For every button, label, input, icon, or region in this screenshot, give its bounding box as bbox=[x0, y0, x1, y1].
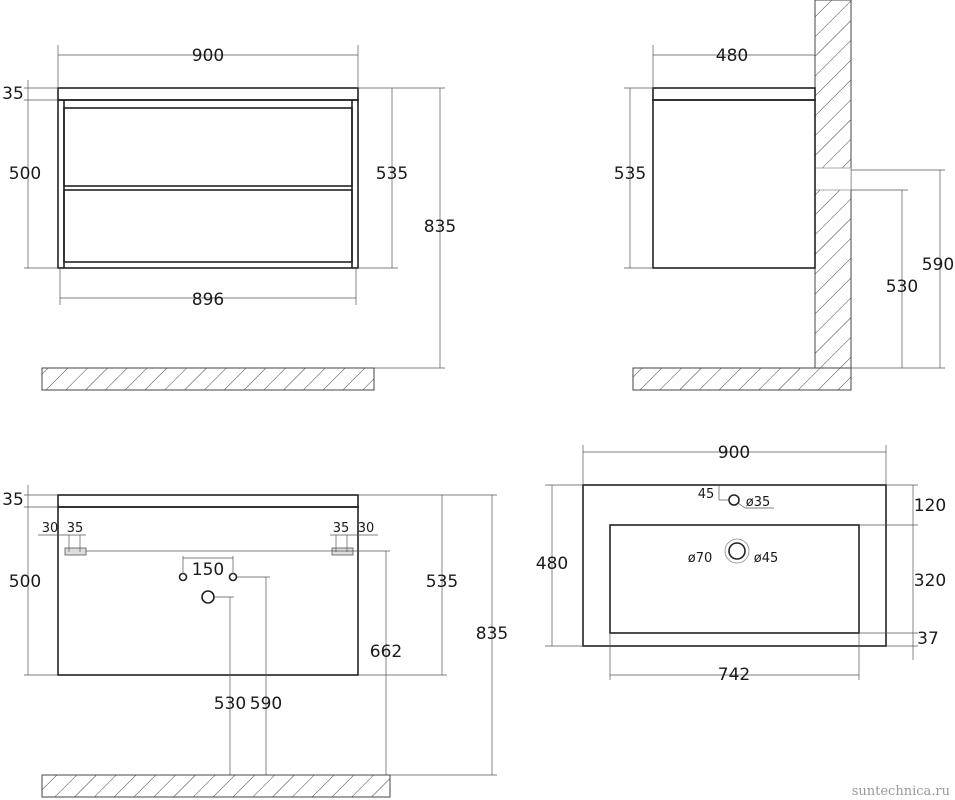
basin-outline bbox=[582, 484, 887, 647]
dim-drain-lower: 530 bbox=[214, 694, 246, 714]
front-view: 900 35 500 535 835 896 bbox=[2, 45, 456, 391]
drain-outer bbox=[724, 538, 750, 564]
dim-drain-inner: ø45 bbox=[754, 551, 779, 566]
dim-hinge-left-width: 35 bbox=[67, 521, 84, 536]
dim-drain-upper: 590 bbox=[922, 255, 954, 275]
dim-cabinet-height: 535 bbox=[614, 164, 646, 184]
dim-drain-outer: ø70 bbox=[688, 551, 713, 566]
floor-hatch bbox=[41, 367, 375, 391]
countertop bbox=[57, 87, 359, 101]
cabinet-body bbox=[652, 99, 816, 269]
dim-depth: 480 bbox=[716, 46, 748, 66]
dim-top-thickness: 35 bbox=[2, 84, 24, 104]
drain-inner bbox=[728, 542, 746, 560]
dimension-lines bbox=[545, 445, 918, 680]
drain-hole bbox=[201, 590, 215, 604]
dimension-lines bbox=[624, 45, 945, 369]
dim-width: 900 bbox=[192, 46, 224, 66]
dim-drain-upper: 590 bbox=[250, 694, 282, 714]
dim-top-thickness: 35 bbox=[2, 490, 24, 510]
dim-body-height: 500 bbox=[9, 572, 41, 592]
floor-hatch bbox=[41, 774, 391, 798]
dim-body-width: 896 bbox=[192, 290, 224, 310]
dim-hinge-right-width: 35 bbox=[333, 521, 350, 536]
dim-tap-offset: 45 bbox=[698, 487, 715, 502]
dim-hole-spacing: 150 bbox=[192, 560, 224, 580]
floor-hatch bbox=[632, 367, 852, 391]
dim-hinge-left-offset: 30 bbox=[42, 521, 59, 536]
dim-front-margin: 120 bbox=[914, 496, 946, 516]
dim-cabinet-height: 535 bbox=[426, 572, 458, 592]
dim-tap-hole: ø35 bbox=[746, 495, 771, 510]
dimension-lines bbox=[24, 45, 445, 369]
dim-total-height: 835 bbox=[424, 217, 456, 237]
dim-hinge-height: 662 bbox=[370, 642, 402, 662]
cabinet-body bbox=[57, 99, 359, 269]
watermark: suntechnica.ru bbox=[852, 784, 950, 799]
dim-bowl-width: 742 bbox=[718, 665, 750, 685]
top-view: 900 480 45 ø35 ø70 ø45 120 320 37 742 bbox=[536, 443, 946, 685]
dimension-lines bbox=[24, 485, 497, 776]
wall-drain-opening bbox=[814, 167, 852, 191]
dim-back-margin: 37 bbox=[917, 629, 939, 649]
dim-cabinet-height: 535 bbox=[376, 164, 408, 184]
dim-hinge-right-offset: 30 bbox=[358, 521, 375, 536]
dim-drain-lower: 530 bbox=[886, 277, 918, 297]
back-view: 35 500 30 35 35 30 150 535 835 662 530 5… bbox=[2, 485, 508, 798]
bowl-outline bbox=[609, 524, 860, 634]
lower-drawer bbox=[63, 189, 353, 263]
countertop bbox=[652, 87, 816, 101]
hinge-right bbox=[331, 547, 354, 556]
countertop bbox=[57, 494, 359, 508]
side-view: 480 535 590 530 bbox=[614, 0, 954, 391]
cabinet-body bbox=[57, 506, 359, 676]
dim-depth: 480 bbox=[536, 554, 568, 574]
tap-hole bbox=[728, 494, 740, 506]
dim-body-height: 500 bbox=[9, 164, 41, 184]
dim-total-height: 835 bbox=[476, 624, 508, 644]
upper-drawer bbox=[63, 107, 353, 187]
water-hole-right bbox=[228, 572, 238, 582]
dim-width: 900 bbox=[718, 443, 750, 463]
dim-bowl-depth: 320 bbox=[914, 571, 946, 591]
hinge-left bbox=[64, 547, 87, 556]
water-hole-left bbox=[178, 572, 188, 582]
